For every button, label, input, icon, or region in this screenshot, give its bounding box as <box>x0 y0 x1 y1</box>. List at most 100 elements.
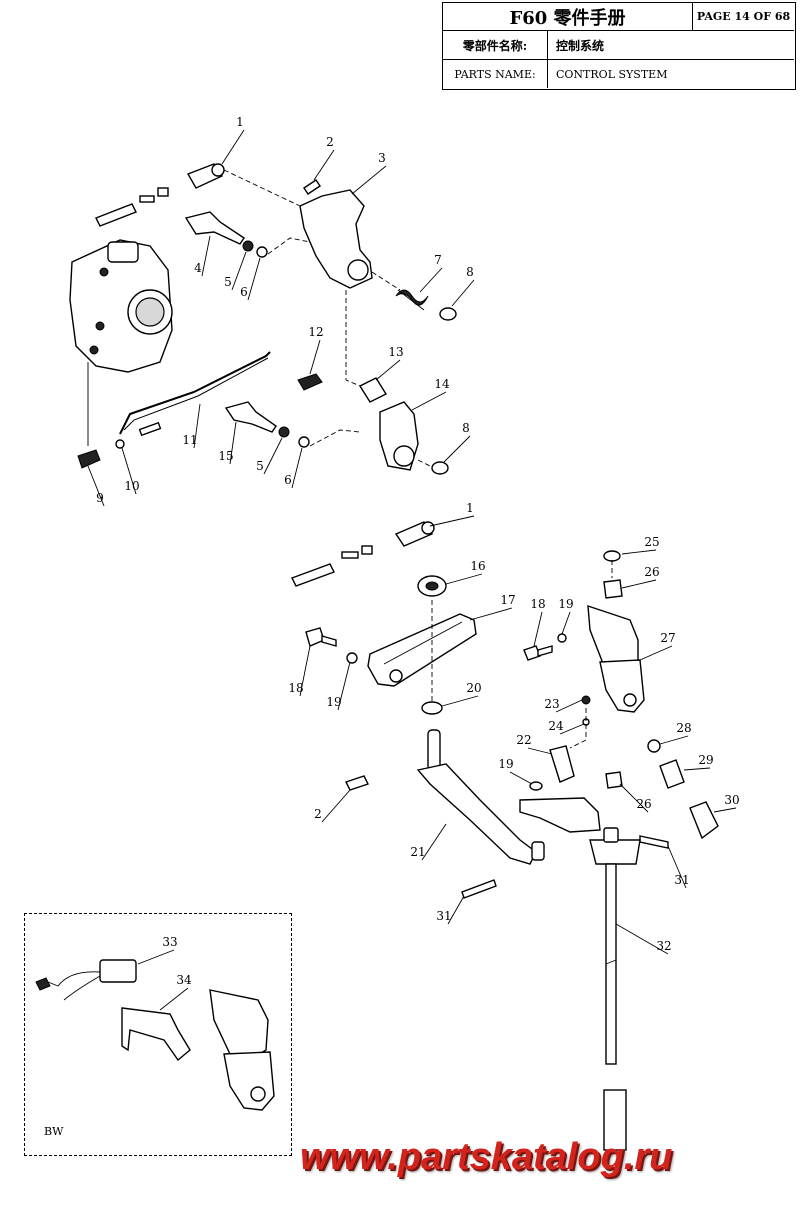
page-number: PAGE 14 OF 68 <box>693 3 794 31</box>
pin-washer-set-upper <box>184 211 311 258</box>
link-rod <box>119 351 271 435</box>
callout-leader-c23 <box>555 699 583 713</box>
callout-c5b: 5 <box>256 459 264 473</box>
callout-c6a: 6 <box>240 285 248 299</box>
pin-washer-set-lower <box>224 401 361 448</box>
callout-leader-c1b <box>429 515 475 527</box>
callout-leader-c1a <box>221 129 245 165</box>
callout-c19b: 19 <box>326 695 341 709</box>
sensor-33 <box>35 959 137 1001</box>
spring-29 <box>659 759 685 789</box>
callout-leader-c17 <box>469 607 513 621</box>
bracket-27-bw <box>209 989 275 1111</box>
callout-c6b: 6 <box>284 473 292 487</box>
callout-c14: 14 <box>434 377 450 391</box>
callout-c12: 12 <box>308 325 323 339</box>
callout-leader-c25 <box>621 549 657 555</box>
callout-c19a: 19 <box>558 597 573 611</box>
callout-leader-c6b <box>291 447 303 489</box>
callout-c16: 16 <box>470 559 485 573</box>
callout-c23: 23 <box>544 697 559 711</box>
throttle-body <box>69 239 173 446</box>
title-block: F60 零件手册 PAGE 14 OF 68 零部件名称: 控制系统 PARTS… <box>442 2 796 90</box>
callout-c30: 30 <box>724 793 739 807</box>
callout-c33: 33 <box>162 935 177 949</box>
callout-leader-c31b <box>447 895 465 925</box>
callout-c27: 27 <box>660 631 675 645</box>
pin-31-right <box>639 835 669 849</box>
bushing-26b <box>605 771 623 789</box>
rod-end-lower <box>291 521 435 587</box>
callout-leader-c26b <box>619 783 649 813</box>
cotter-pin-lower <box>345 775 369 791</box>
collar-13 <box>358 377 388 403</box>
callout-leader-c20 <box>441 695 479 707</box>
callout-leader-c9 <box>87 465 105 507</box>
callout-leader-c11 <box>193 403 201 449</box>
callout-leader-c5a <box>231 251 247 291</box>
nut-10 <box>115 439 125 449</box>
callout-c18b: 18 <box>288 681 303 695</box>
callout-leader-c8a <box>451 279 475 307</box>
callout-leader-c21 <box>421 823 447 861</box>
callout-c5a: 5 <box>224 275 232 289</box>
callout-c32: 32 <box>656 939 671 953</box>
throttle-lever <box>299 189 401 291</box>
callout-leader-c30 <box>713 807 737 813</box>
callout-leader-c27 <box>639 645 673 661</box>
callout-c25: 25 <box>644 535 659 549</box>
callout-c1a: 1 <box>236 115 244 129</box>
callout-leader-c28 <box>659 735 689 745</box>
parts-name-cn-label: 零部件名称: <box>443 31 548 60</box>
bolt-30 <box>689 801 719 840</box>
arm-21 <box>416 729 545 865</box>
callout-leader-c5b <box>263 437 283 475</box>
callout-c34: 34 <box>176 973 192 987</box>
washer-25 <box>603 550 621 562</box>
callout-leader-c4 <box>201 235 211 277</box>
callout-c13: 13 <box>388 345 403 359</box>
callout-leader-c18a <box>533 611 543 647</box>
callout-leader-c15 <box>229 421 237 465</box>
callout-leader-c14 <box>411 391 447 411</box>
callout-c20: 20 <box>466 681 481 695</box>
cotter-pin-upper <box>303 179 321 195</box>
rod-joint <box>77 449 101 469</box>
bracket-27 <box>587 605 645 713</box>
callout-c26a: 26 <box>644 565 659 579</box>
parts-name-en-value: CONTROL SYSTEM <box>556 67 668 81</box>
callout-leader-c34 <box>159 987 189 1011</box>
watermark: www.partskatalog.ru <box>300 1136 673 1178</box>
callout-leader-c26a <box>621 579 657 589</box>
callout-c2b: 2 <box>314 807 322 821</box>
variant-label: BW <box>44 1125 64 1138</box>
callout-leader-c10 <box>121 447 137 495</box>
callout-c10: 10 <box>124 479 139 493</box>
callout-leader-c19c <box>509 771 533 785</box>
callout-c21: 21 <box>410 845 425 859</box>
callout-c29: 29 <box>698 753 713 767</box>
callout-c18a: 18 <box>530 597 545 611</box>
washer-20 <box>421 701 443 715</box>
ball-28 <box>647 739 661 753</box>
callout-leader-c12 <box>309 339 321 375</box>
washer-upper <box>439 307 457 321</box>
bearing-16 <box>417 575 447 597</box>
bushing-26a <box>603 579 623 599</box>
callout-c24: 24 <box>548 719 564 733</box>
lever-14 <box>379 401 435 471</box>
callout-leader-c22 <box>527 747 553 755</box>
callout-leader-c2b <box>321 789 351 823</box>
callout-c28: 28 <box>676 721 691 735</box>
callout-c7: 7 <box>434 253 442 267</box>
bracket-22 <box>549 695 591 783</box>
callout-leader-c33 <box>137 949 175 965</box>
callout-c15: 15 <box>218 449 233 463</box>
clip-12 <box>297 373 323 391</box>
callout-c17: 17 <box>500 593 515 607</box>
callout-c11: 11 <box>182 433 197 447</box>
callout-c8b: 8 <box>462 421 470 435</box>
callout-leader-c24 <box>559 723 585 735</box>
callout-leader-c19b <box>337 661 351 711</box>
